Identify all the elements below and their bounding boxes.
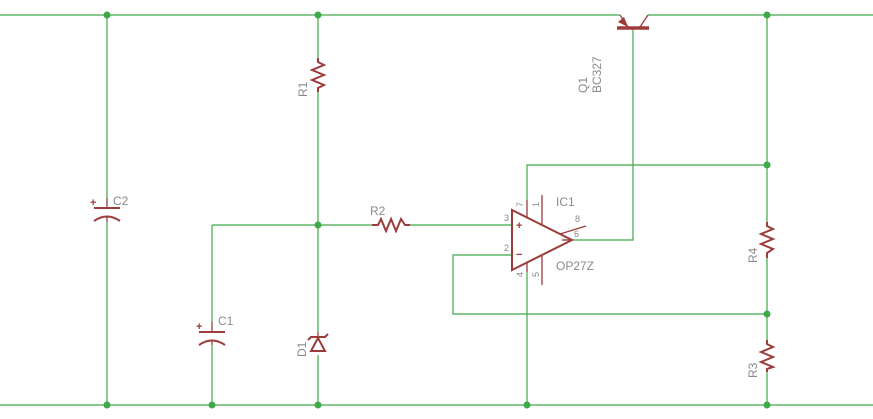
q1-label: Q1 <box>576 77 590 93</box>
ic1-minus-sign: − <box>516 249 522 261</box>
r4-label: R4 <box>746 247 760 263</box>
ic1-value: OP27Z <box>556 259 594 273</box>
ic1-pin-3: 3 <box>504 213 509 223</box>
ic1-pin-1: 1 <box>531 202 541 207</box>
d1-label: D1 <box>295 341 309 357</box>
wire-feedback-loop[interactable] <box>452 254 767 315</box>
resistor-r1[interactable]: R1 <box>296 58 327 97</box>
resistor-r2[interactable]: R2 <box>370 204 410 234</box>
ic1-pin-7: 7 <box>515 202 525 207</box>
ic1-pin-4: 4 <box>515 272 525 277</box>
opamp-ic1[interactable]: + − 3 2 6 8 7 1 4 5 IC1 OP27Z <box>504 195 594 285</box>
ic1-pin-5: 5 <box>531 272 541 277</box>
resistor-r3[interactable]: R3 <box>746 340 776 378</box>
c1-label: C1 <box>218 314 234 328</box>
q1-value: BC327 <box>590 56 604 93</box>
junction-dot <box>314 221 322 229</box>
c1-plus-sign: + <box>196 321 202 333</box>
c2-plus-sign: + <box>90 197 96 209</box>
junction-dot <box>763 11 771 19</box>
r2-label: R2 <box>370 204 386 218</box>
r1-label: R1 <box>296 81 310 97</box>
junction-dot <box>103 11 111 19</box>
junction-dot <box>314 401 322 409</box>
resistor-r4[interactable]: R4 <box>746 222 776 263</box>
ic1-label: IC1 <box>556 195 575 209</box>
ic1-pin-8: 8 <box>575 214 580 224</box>
junctions <box>103 11 771 409</box>
junction-dot <box>103 401 111 409</box>
capacitor-c1[interactable]: + C1 <box>196 314 234 346</box>
transistor-q1[interactable]: Q1 BC327 <box>576 14 649 93</box>
junction-dot <box>314 11 322 19</box>
zener-diode-d1[interactable]: D1 <box>295 332 329 357</box>
junction-dot <box>763 401 771 409</box>
junction-dot <box>208 401 216 409</box>
wire-opamp-output[interactable] <box>562 30 634 241</box>
wire-opamp-supply[interactable] <box>526 164 767 200</box>
junction-dot <box>763 161 771 169</box>
junction-dot <box>763 310 771 318</box>
wires <box>0 14 873 406</box>
r3-label: R3 <box>746 362 760 378</box>
capacitor-c2[interactable]: + C2 <box>90 194 129 222</box>
ic1-pin-6: 6 <box>574 229 579 239</box>
junction-dot <box>523 401 531 409</box>
c2-label: C2 <box>113 194 129 208</box>
ic1-plus-sign: + <box>516 220 522 232</box>
ic1-pin-2: 2 <box>504 243 509 253</box>
